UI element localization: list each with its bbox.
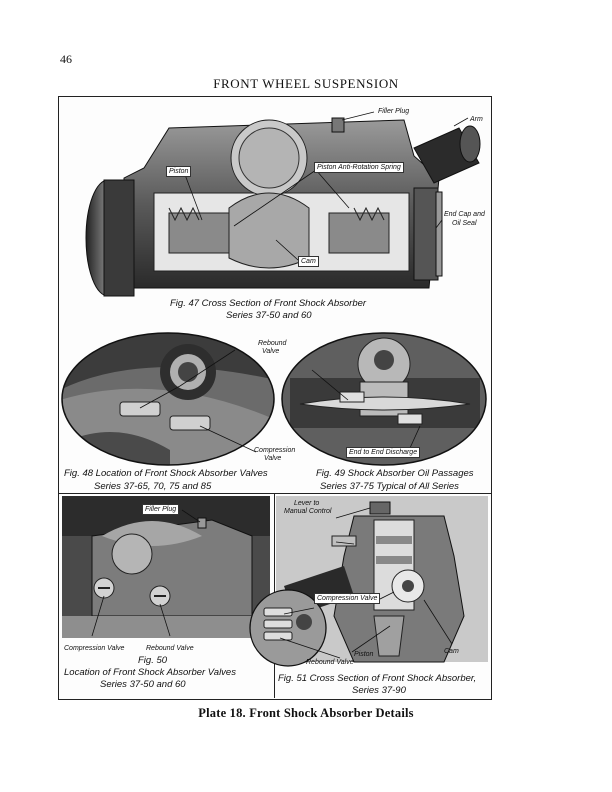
label-compression-1: Compression: [254, 447, 296, 454]
fig50-illustration: [62, 496, 270, 638]
label-end-cap-2: Oil Seal: [452, 220, 477, 227]
fig50-caption-line3: Series 37-50 and 60: [100, 679, 186, 690]
label-filler-plug-fig50: Filler Plug: [142, 504, 180, 515]
fig49-illustration: [281, 332, 487, 466]
label-lever-2: Manual Control: [284, 508, 332, 515]
label-rebound-valve-fig51: Rebound Valve: [306, 659, 354, 666]
fig48-illustration: [61, 332, 275, 466]
fig50-caption-line1: Fig. 50: [138, 655, 168, 666]
running-header: FRONT WHEEL SUSPENSION: [213, 76, 399, 91]
label-lever-1: Lever to: [294, 500, 320, 507]
fig49-caption-line1: Fig. 49 Shock Absorber Oil Passages: [316, 468, 474, 479]
fig47-illustration: [85, 111, 481, 297]
fig47-caption-line2: Series 37-50 and 60: [226, 310, 312, 321]
fig48-caption-line1: Fig. 48 Location of Front Shock Absorber…: [64, 468, 268, 479]
label-rebound-valve-fig50: Rebound Valve: [146, 645, 194, 652]
label-piston: Piston: [166, 166, 192, 177]
label-arm: Arm: [470, 116, 483, 123]
fig51-caption-line2: Series 37-90: [352, 685, 406, 696]
label-cam-fig51: Cam: [444, 648, 459, 655]
page-number: 46: [60, 52, 72, 66]
label-cam: Cam: [298, 256, 319, 267]
plate-divider-h: [58, 493, 492, 494]
fig49-caption-line2: Series 37-75 Typical of All Series: [320, 481, 459, 492]
label-rebound-1: Rebound: [258, 340, 287, 347]
fig51-caption-line1: Fig. 51 Cross Section of Front Shock Abs…: [278, 673, 477, 684]
label-end-cap-1: End Cap and: [444, 211, 485, 218]
label-filler-plug: Filler Plug: [378, 108, 410, 115]
label-piston-fig51: Piston: [354, 651, 374, 658]
fig48-caption-line2: Series 37-65, 70, 75 and 85: [94, 481, 212, 492]
plate-caption: Plate 18. Front Shock Absorber Details: [198, 706, 414, 720]
label-end-to-end-discharge: End to End Discharge: [346, 447, 421, 458]
fig51-illustration: [249, 496, 488, 667]
label-compression-2: Valve: [264, 455, 282, 462]
fig47-caption-line1: Fig. 47 Cross Section of Front Shock Abs…: [170, 298, 367, 309]
label-piston-anti-rotation-spring: Piston Anti-Rotation Spring: [314, 162, 404, 173]
label-compression-valve-fig50: Compression Valve: [64, 645, 125, 652]
fig50-caption-line2: Location of Front Shock Absorber Valves: [64, 667, 236, 678]
label-rebound-2: Valve: [262, 348, 280, 355]
label-compression-valve-fig51: Compression Valve: [314, 593, 381, 604]
